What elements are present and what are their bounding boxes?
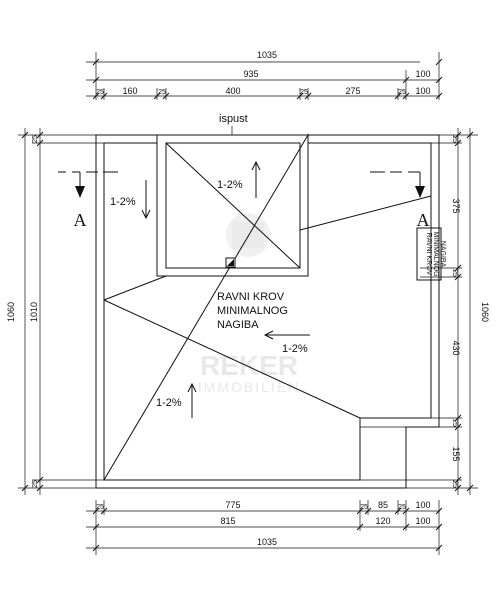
dim-right-seg-6: 155: [451, 446, 461, 461]
dim-top-seg-4: 400: [225, 86, 240, 96]
slope-label-1: 1-2%: [110, 196, 136, 208]
dim-left-small-top: 25: [32, 135, 39, 143]
top-dimensions: 1035 935 100 25 160 25 400 25 275 25 100: [86, 50, 443, 100]
watermark-line2: IMMOBILIEN: [198, 379, 300, 395]
dim-top-seg-6: 275: [345, 86, 360, 96]
dim-top-total: 1035: [257, 50, 277, 60]
right-dimensions: 1060 25 375 25 430 25 155 25: [360, 128, 490, 495]
section-label-left: A: [74, 210, 87, 230]
dim-left-total: 1060: [6, 302, 16, 322]
dim-bottom-r1-5: 25: [398, 504, 406, 511]
slope-indicator-3: 1-2%: [263, 330, 310, 355]
dim-right-seg-3: 25: [451, 269, 458, 277]
dim-bottom-r1-6: 100: [415, 500, 430, 510]
dim-top-seg-8: 100: [415, 86, 430, 96]
watermark-line1: REKER: [200, 350, 298, 381]
dim-right-total: 1060: [480, 302, 490, 322]
dim-top-seg-3: 25: [158, 89, 166, 96]
dim-right-seg-5: 25: [451, 419, 458, 427]
dim-top-sub-2: 100: [415, 69, 430, 79]
roof-label-2: MINIMALNOG: [217, 305, 288, 317]
slope-indicator-4: 1-2%: [156, 382, 197, 418]
dim-bottom-total: 1035: [257, 537, 277, 547]
side-note-line2: MINIMALNOG: [432, 231, 439, 276]
dim-top-seg-1: 25: [96, 89, 104, 96]
roof-label-3: NAGIBA: [217, 319, 259, 331]
dim-bottom-r2-1: 815: [220, 516, 235, 526]
dim-right-seg-4: 430: [451, 340, 461, 355]
dim-bottom-r1-1: 25: [96, 504, 104, 511]
dim-left-small-bottom: 25: [32, 480, 39, 488]
roof-label-1: RAVNI KROV: [217, 291, 285, 303]
dim-top-sub-1: 935: [243, 69, 258, 79]
slope-indicator-2: 1-2%: [217, 160, 261, 198]
bottom-dimensions: 25 775 25 85 25 100 815 120 100 1035: [86, 500, 443, 555]
dim-bottom-r1-3: 25: [360, 504, 368, 511]
dim-right-seg-2: 375: [451, 198, 461, 213]
left-dimensions: 1060 1010 25 25: [6, 128, 104, 495]
dim-bottom-r2-3: 100: [415, 516, 430, 526]
dim-left-inner: 1010: [29, 302, 39, 322]
side-note-line1: RAVNI KROV: [425, 233, 432, 276]
slope-label-2: 1-2%: [217, 179, 243, 191]
section-label-right: A: [417, 210, 430, 230]
slope-lines: [103, 195, 432, 419]
side-note-box: RAVNI KROV MINIMALNOG NAGIBA: [416, 227, 446, 281]
watermark: REKER IMMOBILIEN: [198, 213, 300, 395]
dim-top-seg-5: 25: [300, 89, 308, 96]
dim-bottom-r2-2: 120: [375, 516, 390, 526]
section-marker-right: A: [370, 171, 430, 230]
dim-bottom-r1-2: 775: [225, 500, 240, 510]
dim-right-seg-7: 25: [451, 480, 458, 488]
dim-top-seg-7: 25: [398, 89, 406, 96]
dim-top-seg-2: 160: [122, 86, 137, 96]
roof-hatch: [156, 126, 309, 277]
dim-bottom-r1-4: 85: [378, 500, 388, 510]
slope-indicator-1: 1-2%: [110, 180, 151, 220]
outlet-label: ispust: [219, 113, 248, 125]
slope-label-3: 1-2%: [282, 343, 308, 355]
slope-label-4: 1-2%: [156, 397, 182, 409]
dim-right-seg-1: 25: [451, 135, 458, 143]
side-note-line3: NAGIBA: [439, 241, 446, 268]
section-marker-left: A: [58, 171, 118, 230]
